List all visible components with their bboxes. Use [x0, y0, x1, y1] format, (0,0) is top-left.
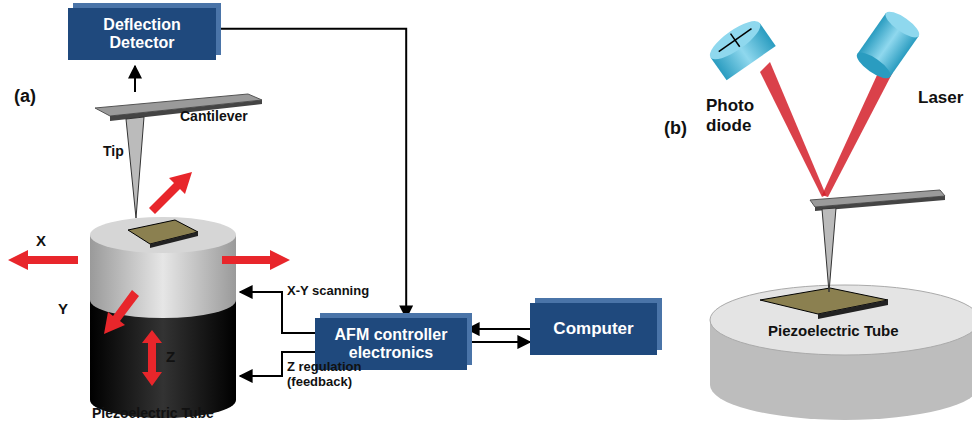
part-label: Laser: [918, 88, 963, 108]
connector: [467, 328, 530, 330]
scan-arrows: [8, 172, 290, 386]
part-label: Piezoelectric Tube: [768, 322, 899, 339]
computer-box: Computer: [530, 303, 657, 355]
part-label: Photo diode: [706, 96, 776, 135]
panel-label: (b): [664, 118, 687, 139]
axis-label: Z: [166, 348, 175, 365]
axis-label: Y: [58, 300, 68, 317]
part-label: Piezoelectric Tube: [92, 405, 214, 421]
cantilever-a: [95, 66, 262, 218]
axis-label: X: [36, 232, 46, 249]
part-label: Cantilever: [180, 108, 248, 124]
connector: [467, 341, 530, 343]
afm-optical-setup: [705, 7, 972, 420]
part-label: Tip: [103, 143, 124, 159]
box-text: Computer: [553, 319, 633, 339]
detector-box: Deflection Detector: [68, 8, 216, 60]
box-text: AFM controller electronics: [323, 326, 459, 363]
piezo-tube-a: [90, 217, 236, 418]
signal-label: X-Y scanning: [287, 284, 369, 299]
panel-label: (a): [14, 86, 36, 107]
box-text: Deflection Detector: [76, 16, 208, 53]
signal-label: Z regulation (feedback): [287, 360, 387, 390]
connector: [216, 29, 406, 318]
